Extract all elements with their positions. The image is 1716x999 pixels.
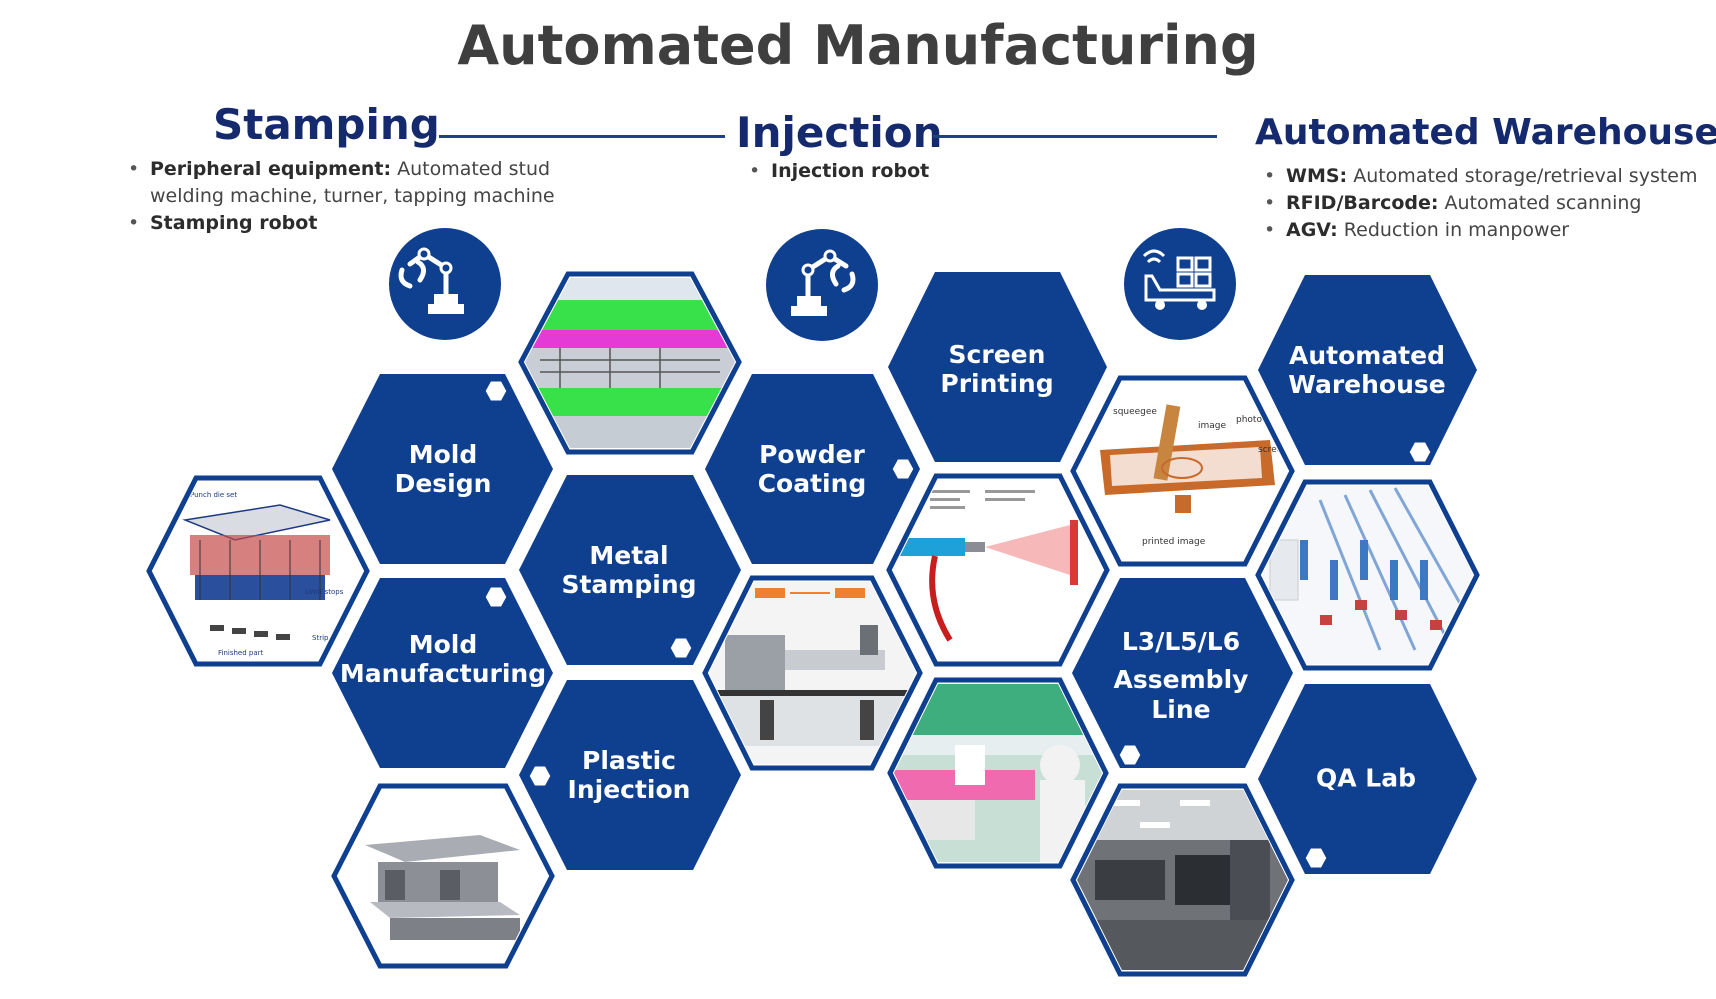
hex-label-metal-stamping[interactable]: Metal Stamping (561, 541, 696, 599)
hex-label-automated-warehouse[interactable]: Automated Warehouse (1288, 341, 1445, 399)
stamping-title: Stamping (213, 100, 440, 149)
hex-plastic-injection (519, 680, 741, 870)
diagram-label: Punch die set (190, 491, 237, 499)
label-line: Design (394, 469, 492, 498)
bullet-text: Automated stud welding machine, turner, … (150, 158, 555, 207)
hex-mold-manufacturing (332, 578, 553, 768)
hex-marker (1116, 742, 1144, 768)
diagram-label: Limit stops (305, 588, 344, 596)
diagram-label: Finished part (218, 649, 264, 657)
hex-mold-design (332, 374, 553, 564)
label-line: Printing (940, 369, 1054, 398)
connector-line-left (439, 135, 725, 138)
hex-marker (1406, 439, 1434, 465)
diagram-label: screen (1258, 445, 1288, 455)
bullet-bold: Stamping robot (150, 212, 318, 234)
stamping-die-photo (331, 783, 555, 969)
injection-bullet: Injection robot (745, 158, 1045, 185)
injection-title: Injection (736, 108, 943, 157)
hex-marker (526, 763, 554, 789)
label-line: Line (1151, 695, 1211, 724)
mold-design-cad-photo (518, 271, 742, 455)
screen-printing-diagram-photo: squeegee image photoemul screen printed … (1070, 375, 1295, 567)
hex-qa-lab (1258, 684, 1477, 874)
robot-arm-icon (389, 228, 501, 340)
warehouse-bullet: AGV: Reduction in manpower (1260, 217, 1700, 244)
label-line: Mold (408, 440, 478, 469)
hex-label-powder-coating[interactable]: Powder Coating (758, 440, 867, 498)
hex-assembly-line (1072, 578, 1293, 768)
label-line: Assembly (1113, 665, 1249, 694)
hex-label-assembly-line[interactable]: L3/L5/L6 Assembly Line (1114, 627, 1249, 725)
hex-marker (482, 378, 510, 404)
hex-metal-stamping (519, 475, 741, 665)
page-title: Automated Manufacturing (457, 14, 1259, 77)
hex-marker (1302, 845, 1330, 871)
hex-label-mold-manufacturing[interactable]: Mold Manufacturing (340, 630, 546, 688)
hex-marker (889, 456, 917, 482)
injection-machine-diagram-photo (702, 575, 923, 771)
label-line: QA Lab (1316, 763, 1416, 793)
label-line: L3/L5/L6 (1121, 627, 1241, 656)
connector-line-right (933, 135, 1217, 138)
label-line: Plastic (582, 746, 676, 775)
warehouse-bullet: WMS: Automated storage/retrieval system (1260, 163, 1700, 190)
hex-marker (667, 635, 695, 661)
hex-label-plastic-injection[interactable]: Plastic Injection (568, 746, 691, 804)
label-line: Mold (408, 630, 478, 659)
warehouse-title: Automated Warehouse (1255, 112, 1716, 153)
stamping-bullet: Peripheral equipment: Automated stud wel… (124, 156, 584, 210)
warehouse-racks-photo (1255, 479, 1480, 671)
label-line: Screen (948, 340, 1046, 369)
stamping-bullets: Peripheral equipment: Automated stud wel… (124, 156, 584, 237)
label-line: Manufacturing (339, 659, 547, 688)
hex-label-qa-lab[interactable]: QA Lab (1316, 764, 1416, 793)
bullet-bold: RFID/Barcode: (1286, 192, 1439, 214)
label-line: Coating (757, 469, 867, 498)
hex-label-screen-printing[interactable]: Screen Printing (940, 340, 1053, 398)
label-line: Injection (567, 775, 691, 804)
powder-coating-diagram-photo (886, 473, 1110, 667)
qa-lab-photo (1070, 783, 1295, 977)
label-line: Metal (589, 541, 669, 570)
injection-bullets: Injection robot (745, 158, 1045, 185)
hex-label-mold-design[interactable]: Mold Design (395, 440, 492, 498)
warehouse-bullets: WMS: Automated storage/retrieval system … (1260, 163, 1700, 244)
bullet-text: Automated scanning (1438, 192, 1642, 214)
hex-automated-warehouse (1258, 275, 1477, 465)
hex-powder-coating (705, 374, 920, 564)
diagram-label: squeegee (1113, 407, 1157, 417)
label-line: Powder (759, 440, 865, 469)
stamping-bullet: Stamping robot (124, 210, 584, 237)
diagram-label: image (1198, 421, 1226, 431)
label-line: Warehouse (1288, 370, 1446, 399)
bullet-bold: Peripheral equipment: (150, 158, 392, 180)
assembly-line-photo (887, 677, 1109, 869)
diagram-label: printed image (1142, 537, 1206, 547)
agv-cart-icon (1124, 228, 1236, 340)
hex-marker (482, 584, 510, 610)
warehouse-bullet: RFID/Barcode: Automated scanning (1260, 190, 1700, 217)
diagram-label: photoemul (1236, 415, 1284, 425)
hex-screen-printing (888, 272, 1107, 462)
robot-arm-icon (766, 229, 878, 341)
bullet-bold: Injection robot (771, 160, 930, 182)
bullet-bold: WMS: (1286, 165, 1348, 187)
bullet-text: Reduction in manpower (1337, 219, 1570, 241)
label-line: Stamping (561, 570, 697, 599)
label-line: Automated (1288, 341, 1445, 370)
bullet-bold: AGV: (1286, 219, 1338, 241)
bullet-text: Automated storage/retrieval system (1347, 165, 1698, 187)
stamping-die-diagram-photo: Punch die set Limit stops Strip layout F… (146, 475, 370, 667)
